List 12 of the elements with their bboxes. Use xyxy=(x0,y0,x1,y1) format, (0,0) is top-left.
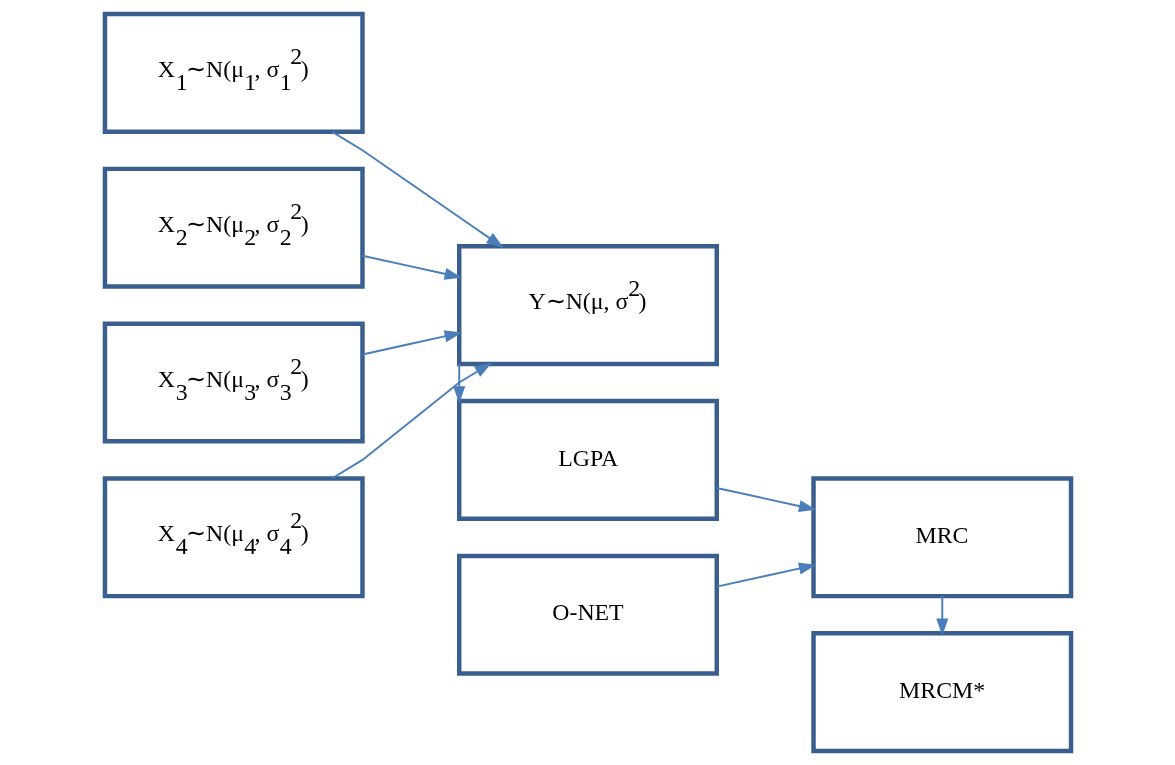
node-box: LGPA xyxy=(456,398,719,521)
arrow xyxy=(330,130,504,248)
arrow xyxy=(935,595,948,636)
node-box: MRCM* xyxy=(810,631,1073,754)
arrow xyxy=(715,487,816,513)
arrow xyxy=(361,254,462,280)
arrow xyxy=(361,330,462,356)
arrow xyxy=(715,562,816,588)
arrow xyxy=(452,363,465,404)
arrow xyxy=(330,362,492,480)
node-box: MRC xyxy=(810,476,1073,599)
node-box: O-NET xyxy=(456,553,719,676)
